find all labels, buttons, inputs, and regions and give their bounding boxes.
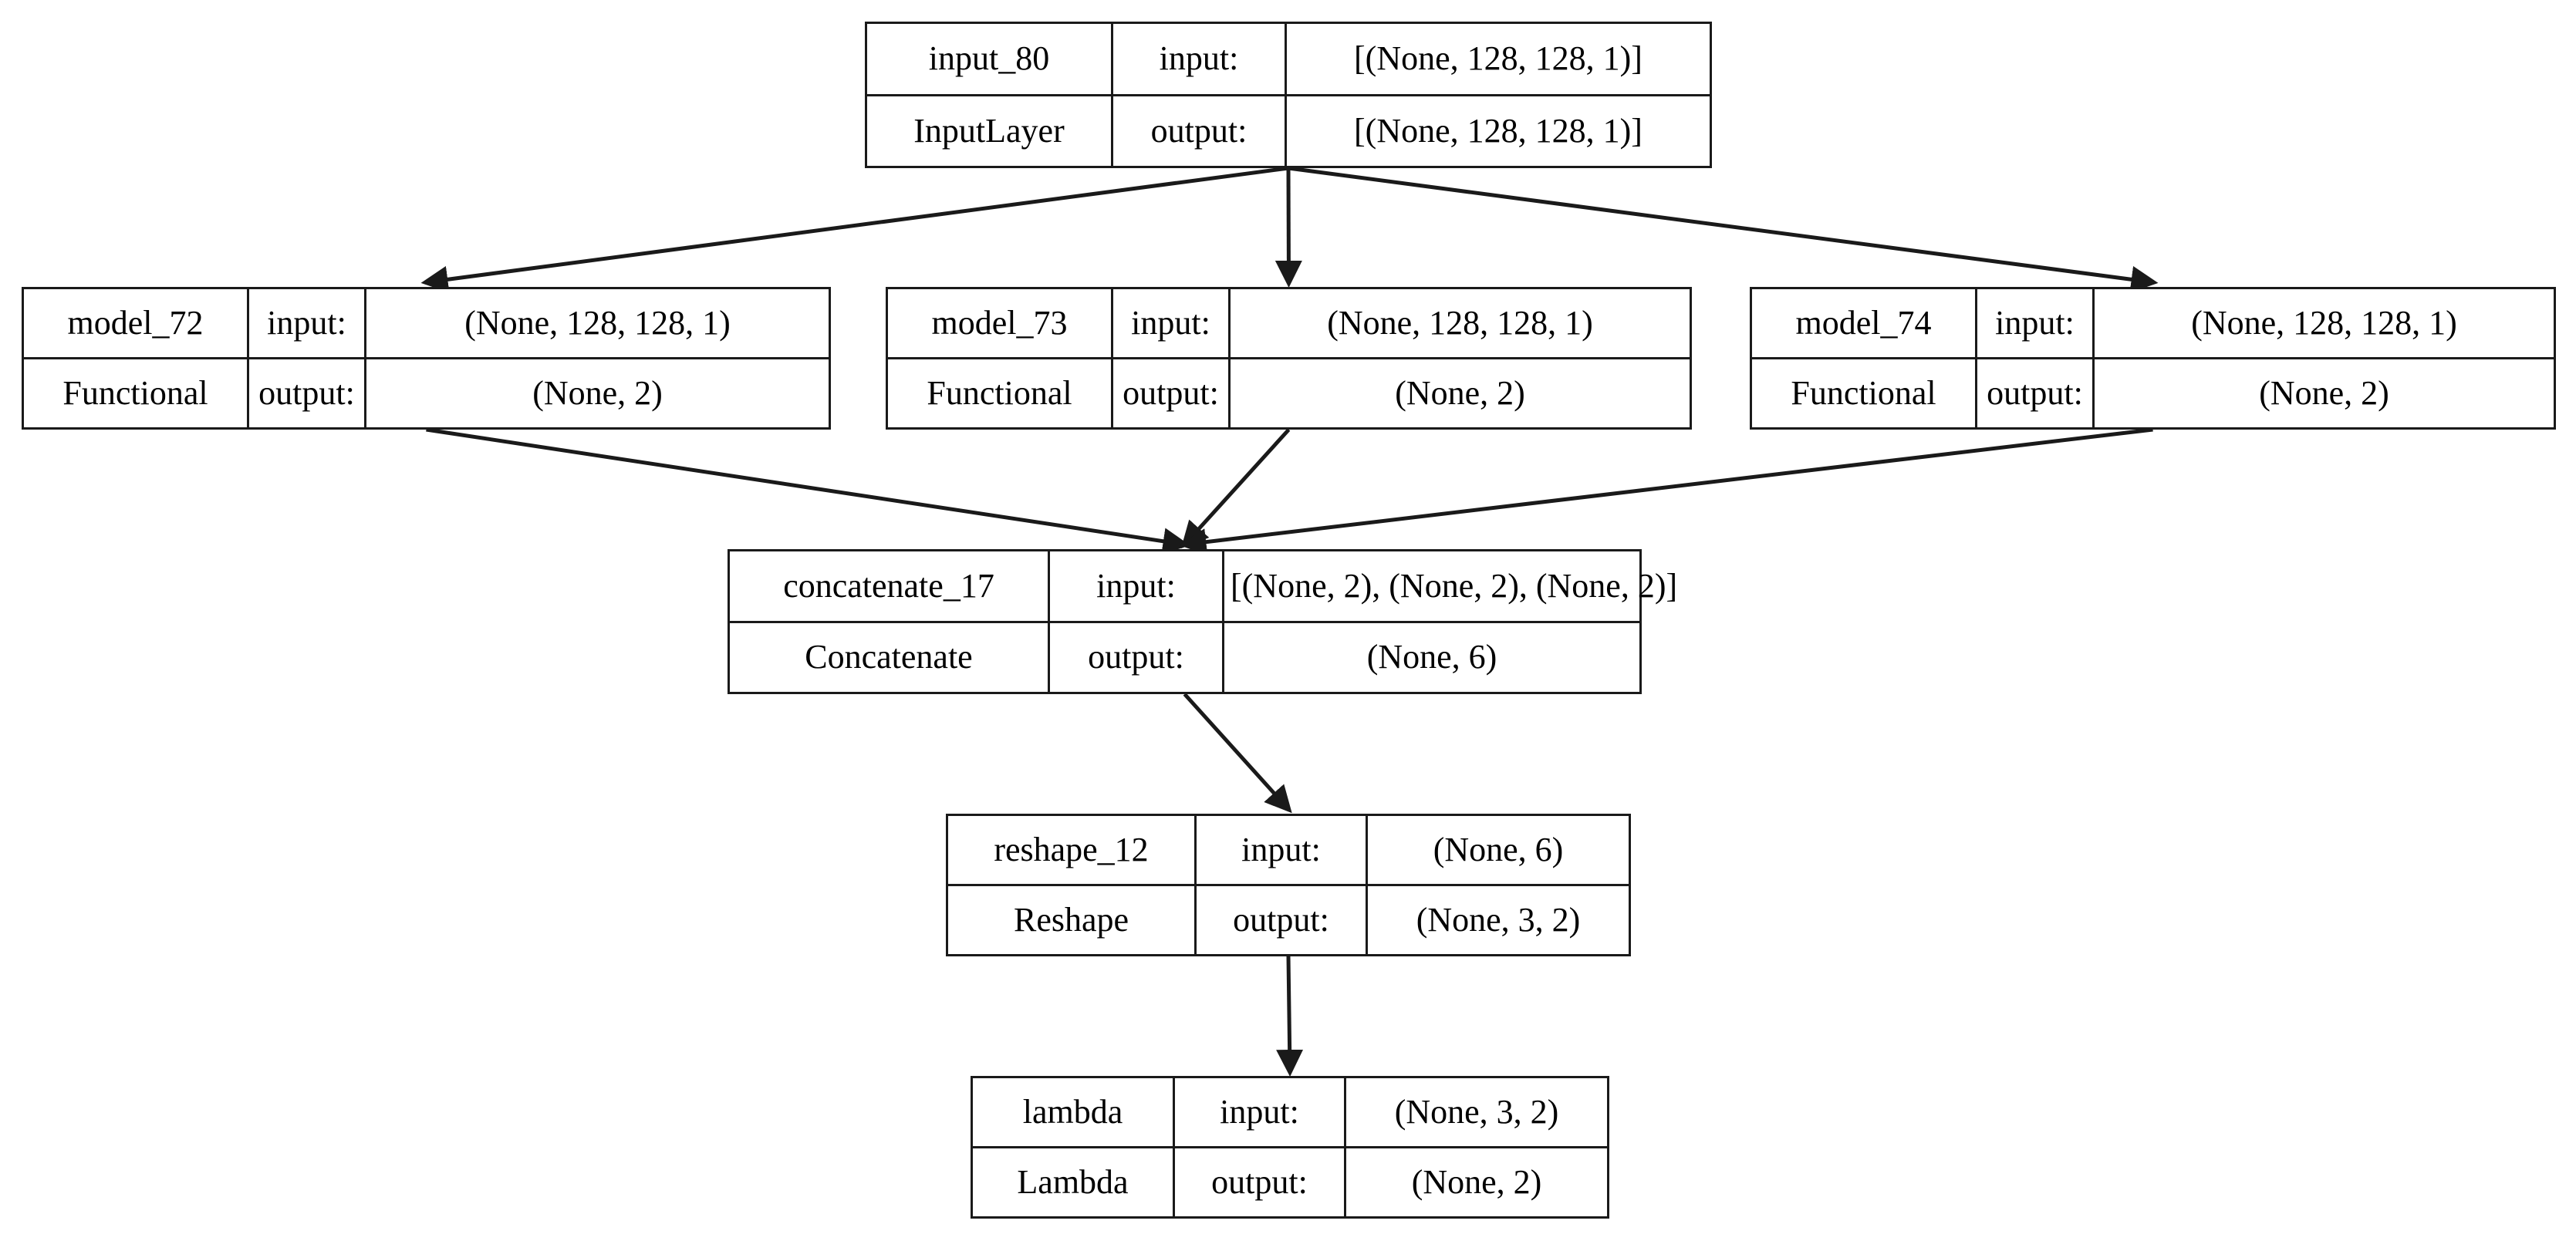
input-port-label: input: (1050, 551, 1224, 621)
input-shape-value: [(None, 2), (None, 2), (None, 2)] (1231, 566, 1678, 605)
edge-model_74-to-concatenate_17 (1179, 427, 2153, 556)
input-port-label: input: (1113, 24, 1287, 94)
layer-class: Functional (24, 359, 249, 427)
layer-name: concatenate_17 (730, 551, 1050, 621)
output-port-label: output: (1113, 359, 1231, 427)
output-port-label: output: (1197, 886, 1368, 954)
input-shape-value: [(None, 128, 128, 1)] (1354, 39, 1642, 78)
output-port-label: output: (1050, 622, 1224, 692)
layer-class: InputLayer (867, 96, 1113, 166)
input-shape-value: (None, 128, 128, 1) (1327, 304, 1593, 342)
edge-model_73-to-concatenate_17 (1180, 428, 1291, 549)
layer-name: input_80 (867, 24, 1113, 94)
edge-reshape_12-to-lambda (1276, 956, 1304, 1077)
layer-name: model_72 (24, 289, 249, 357)
layer-class: Functional (888, 359, 1113, 427)
layer-class: Functional (1752, 359, 1977, 427)
output-shape-value: (None, 2) (1411, 1163, 1542, 1201)
layer-name: lambda (973, 1078, 1175, 1146)
edge-input_80-to-model_73 (1274, 167, 1302, 288)
input-port-label: input: (1175, 1078, 1346, 1146)
output-shape-value: (None, 2) (2259, 374, 2389, 412)
layer-class: Reshape (948, 886, 1197, 954)
output-shape-value: (None, 2) (532, 374, 663, 412)
input-shape-value: (None, 3, 2) (1394, 1093, 1559, 1131)
output-port-label: output: (1977, 359, 2095, 427)
input-shape-value: (None, 128, 128, 1) (464, 304, 731, 342)
input-shape-value: (None, 6) (1433, 831, 1564, 868)
input-port-label: input: (1977, 289, 2095, 357)
output-shape-value: [(None, 128, 128, 1)] (1354, 111, 1642, 150)
layer-name: reshape_12 (948, 816, 1197, 884)
edge-input_80-to-model_72 (420, 166, 1289, 293)
output-shape-value: (None, 3, 2) (1416, 901, 1581, 939)
layer-name: model_73 (888, 289, 1113, 357)
edge-input_80-to-model_74 (1288, 166, 2159, 293)
output-shape-value: (None, 2) (1395, 374, 1525, 412)
output-port-label: output: (1113, 96, 1287, 166)
input-port-label: input: (1113, 289, 1231, 357)
output-port-label: output: (249, 359, 366, 427)
layer-class: Lambda (973, 1148, 1175, 1216)
input-shape-value: (None, 128, 128, 1) (2191, 304, 2457, 342)
layer-name: model_74 (1752, 289, 1977, 357)
edge-concatenate_17-to-reshape_12 (1183, 693, 1292, 814)
layer-class: Concatenate (730, 622, 1050, 692)
input-port-label: input: (249, 289, 366, 357)
output-shape-value: (None, 6) (1366, 638, 1497, 676)
input-port-label: input: (1197, 816, 1368, 884)
output-port-label: output: (1175, 1148, 1346, 1216)
edge-model_72-to-concatenate_17 (426, 427, 1190, 555)
